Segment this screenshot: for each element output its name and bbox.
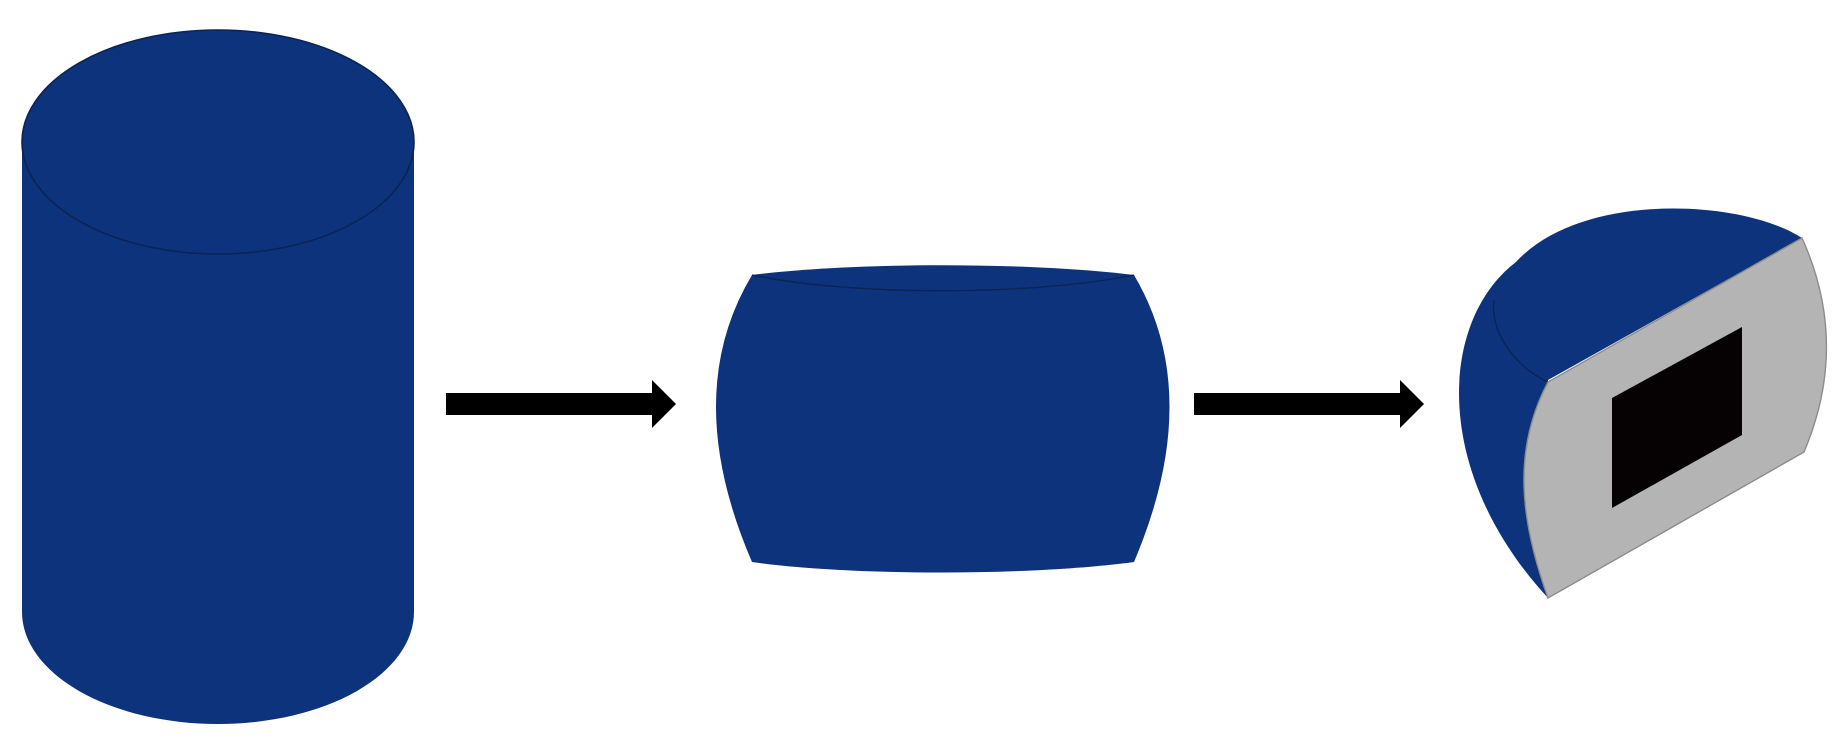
arrow-1: [446, 380, 676, 428]
arrow-2: [1194, 380, 1424, 428]
barrel-top-rim: [751, 274, 1135, 292]
section-top-arc: [1492, 299, 1549, 383]
cylinder-billet: [21, 29, 415, 724]
barrelled-compressed-cylinder: [716, 265, 1170, 573]
barrel-body: [716, 265, 1170, 573]
cylinder-top-face: [21, 29, 415, 255]
sectioned-specimen-with-cavity: [1459, 208, 1828, 600]
cylinder-body: [22, 144, 414, 724]
section-cavity: [1612, 327, 1742, 508]
